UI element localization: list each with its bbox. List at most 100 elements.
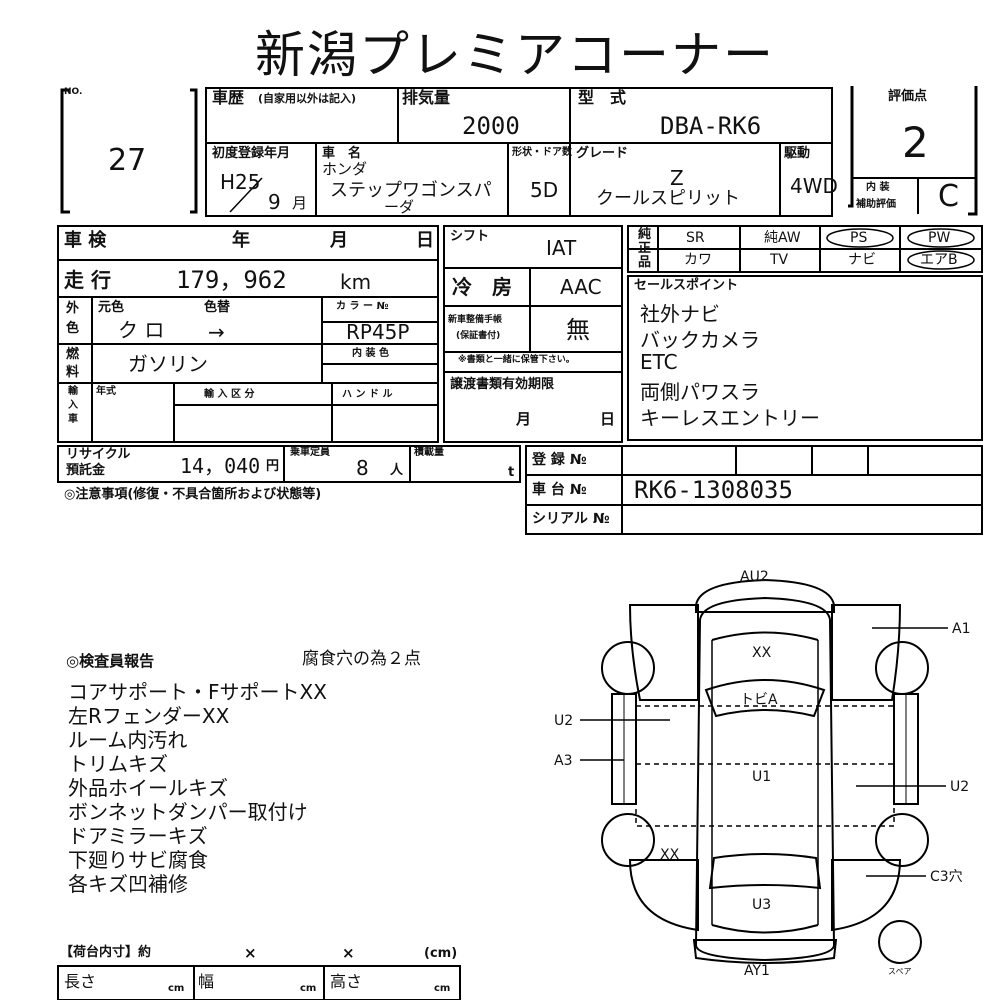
chassis-value: RK6-1308035 [634, 476, 793, 504]
equipment-alloy-wheel: 純AW [764, 230, 801, 246]
shape-value: 5D [530, 178, 559, 202]
cargo-width-unit: cm [300, 983, 317, 994]
diagram-u2-left: U2 [554, 713, 574, 729]
displacement-label: 排気量 [402, 88, 451, 107]
equipment-leather: カワ [684, 252, 712, 268]
grade-line2: クールスピリット [596, 188, 740, 209]
repaint-value: → [208, 320, 225, 344]
car-name-line1: ステップワゴンスパ [330, 180, 492, 201]
load-unit: t [508, 465, 515, 480]
equipment-ps: PS [850, 230, 868, 246]
car-name-line2: ーダ [384, 198, 415, 216]
report-item: 外品ホイールキズ [68, 776, 228, 800]
first-reg-label: 初度登録年月 [212, 146, 291, 161]
score-value: 2 [902, 118, 929, 167]
cargo-height-unit: cm [434, 983, 451, 994]
import-class-label: 輸 入 区 分 [204, 389, 255, 400]
history-note: (自家用以外は記入) [258, 92, 357, 105]
equipment-pw: PW [928, 230, 951, 246]
diagram-xx-left: XX [660, 847, 680, 863]
capacity-unit: 人 [390, 463, 404, 478]
inspection-month-unit: 月 [330, 230, 348, 251]
diagram-u3: U3 [752, 897, 772, 913]
sales-point-item: バックカメラ [640, 328, 760, 352]
fuel-value: ガソリン [128, 352, 208, 376]
manual-label-1: 新車整備手帳 [448, 315, 503, 325]
recycle-yen-unit: 円 [266, 459, 280, 474]
score-label: 評価点 [888, 89, 928, 104]
diagram-u2-right: U2 [950, 779, 970, 795]
inspector-report-label: ◎検査員報告 [66, 652, 155, 670]
first-reg-era: H25 [220, 170, 261, 194]
interior-value: C [938, 179, 959, 214]
report-item: ボンネットダンパー取付け [68, 800, 308, 824]
repaint-label: 色替 [204, 300, 231, 315]
manual-note: ※書類と一緒に保管下さい。 [458, 355, 575, 365]
handle-label: ハ ン ド ル [342, 389, 393, 400]
serial-label: シリアル № [532, 511, 610, 527]
shift-label: シフト [450, 229, 490, 244]
interior-label-1: 内 装 [866, 182, 890, 193]
grade-line1: Z [670, 166, 684, 190]
report-item: 各キズ凹補修 [68, 872, 188, 896]
car-maker: ホンダ [322, 160, 368, 178]
grade-label: グレード [576, 146, 629, 161]
cargo-label: 【荷台内寸】約 [60, 945, 152, 960]
ext-color-label-1: 外 [66, 301, 80, 316]
color-no-label: カ ラ ー № [336, 301, 389, 312]
drive-label: 駆動 [784, 146, 811, 161]
equipment-airbag: エアB [920, 252, 958, 268]
car-name-label: 車 名 [322, 146, 362, 161]
sheet-title: 新潟プレミアコーナー [255, 26, 775, 84]
equipment-sr: SR [686, 230, 705, 246]
fuel-label-1: 燃 [66, 347, 80, 362]
sales-point-item: 社外ナビ [640, 302, 720, 326]
inspection-day-unit: 日 [416, 230, 434, 251]
car-diagram [580, 578, 948, 964]
load-label: 積載量 [414, 447, 444, 458]
interior-label-2: 補助評価 [856, 199, 896, 210]
diagram-spare: スペア [888, 967, 912, 976]
notes-label: ◎注意事項(修復・不具合箇所および状態等) [64, 487, 322, 502]
diagram-c3: C3穴 [930, 869, 963, 885]
cargo-height-label: 高さ [330, 972, 363, 991]
cargo-times-2: × [342, 944, 355, 962]
report-item: ドアミラーキズ [68, 824, 208, 848]
chassis-label: 車 台 № [532, 482, 587, 498]
mileage-label: 走 行 [64, 268, 111, 292]
shape-label: 形状・ドア数 [512, 147, 572, 158]
inspection-year-unit: 年 [232, 230, 250, 251]
capacity-value: 8 [356, 456, 369, 480]
report-item: トリムキズ [68, 752, 168, 776]
equipment-label-2: 正 [638, 241, 652, 256]
cargo-times-1: × [244, 944, 257, 962]
import-label-1: 輸 [68, 386, 78, 397]
import-label-3: 車 [68, 414, 78, 425]
inspector-report-headline: 腐食穴の為２点 [302, 649, 421, 669]
model-year-label: 年式 [96, 386, 116, 397]
ext-color-label-2: 色 [66, 321, 80, 336]
diagram-a3: A3 [554, 753, 573, 769]
model-label: 型 式 [578, 88, 627, 107]
model-value: DBA-RK6 [660, 112, 762, 140]
displacement-value: 2000 [462, 112, 520, 140]
sales-points-label: セールスポイント [634, 278, 739, 293]
ac-value: AAC [560, 275, 602, 299]
mileage-value: 179，962 [176, 266, 287, 294]
sales-points-list: 社外ナビ バックカメラ ETC 両側パワスラ キーレスエントリー [640, 298, 820, 430]
diagram-xx-top: XX [752, 645, 772, 661]
cargo-length-label: 長さ [64, 972, 97, 991]
capacity-label: 乗車定員 [290, 447, 330, 458]
recycle-label-2: 預託金 [66, 463, 106, 478]
equipment-label-1: 純 [638, 227, 652, 242]
transfer-label: 譲渡書類有効期限 [450, 377, 555, 392]
manual-value: 無 [566, 316, 590, 344]
transfer-month-unit: 月 [516, 410, 532, 428]
sales-point-item: ETC [640, 350, 678, 374]
equipment-navi: ナビ [848, 252, 876, 268]
sales-point-item: キーレスエントリー [640, 406, 820, 430]
recycle-label-1: リサイクル [66, 447, 131, 462]
orig-color-value: ク ロ [118, 318, 165, 342]
diagram-tobi: トビA [740, 692, 778, 708]
